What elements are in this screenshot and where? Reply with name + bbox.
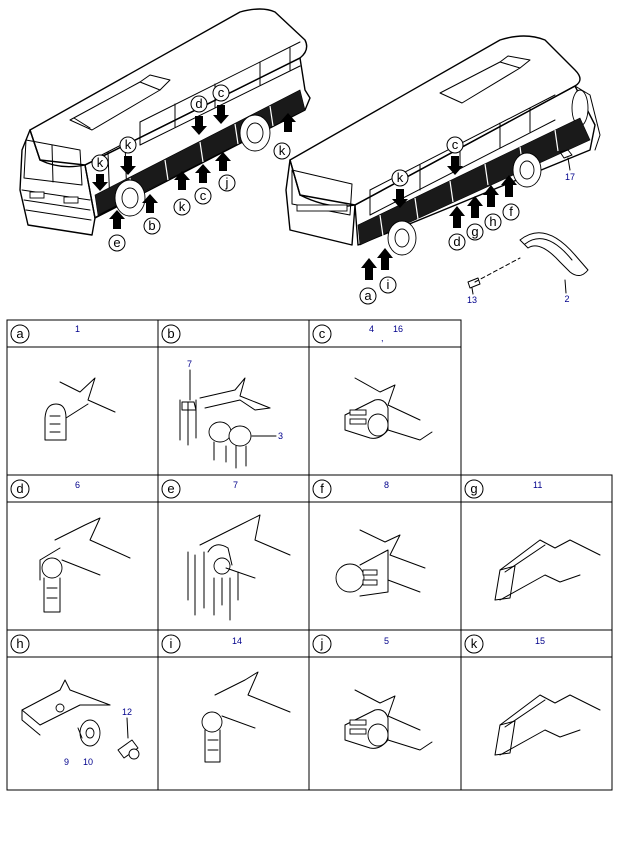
- cell-part-c-sep: ,: [381, 333, 384, 343]
- left-bus-illustration: [19, 8, 311, 236]
- cell-part-a: 1: [75, 324, 80, 334]
- callout-b-left: b: [148, 218, 155, 233]
- cell-letter-c: c: [319, 326, 326, 341]
- part-number-17: 17: [565, 172, 575, 182]
- left-bus-callouts: d c k k k k c j e b: [91, 84, 296, 252]
- seal-illustration-a: [44, 377, 116, 441]
- right-bus-callouts: c k a i d g h f: [359, 136, 520, 305]
- loose-parts: 17 2 13: [467, 149, 589, 305]
- cell-part-f: 8: [384, 480, 389, 490]
- seal-illustration-b: 7 3: [179, 359, 283, 469]
- cell-b-part-3: 3: [278, 431, 283, 441]
- cell-h-part-12: 12: [122, 707, 132, 717]
- callout-d-right: d: [453, 234, 460, 249]
- callout-k-left-4: k: [179, 199, 186, 214]
- grid-headers: a 1 b c 4 , 16 d 6 e 7 f 8 g 11 h i 14: [10, 324, 545, 654]
- cell-letter-h: h: [16, 636, 23, 651]
- seal-illustration-e: [187, 514, 291, 621]
- seal-illustration-i: [201, 671, 291, 763]
- callout-g-right: g: [471, 224, 478, 239]
- seal-illustration-j: [344, 689, 433, 751]
- callout-c-left-top: c: [218, 85, 225, 100]
- part-number-2: 2: [564, 294, 569, 304]
- cell-part-c: 4: [369, 324, 374, 334]
- cell-letter-f: f: [320, 481, 324, 496]
- cell-letter-b: b: [167, 326, 174, 341]
- parts-grid: [6, 319, 613, 791]
- callout-c-right: c: [452, 137, 459, 152]
- callout-j-left: j: [225, 175, 229, 190]
- seal-illustration-k: [494, 694, 601, 756]
- cell-part-i: 14: [232, 636, 242, 646]
- cell-part-c-2: 16: [393, 324, 403, 334]
- cell-letter-a: a: [16, 326, 24, 341]
- cell-part-j: 5: [384, 636, 389, 646]
- callout-d-left: d: [195, 96, 202, 111]
- cell-part-k: 15: [535, 636, 545, 646]
- cell-h-part-10: 10: [83, 757, 93, 767]
- callout-k-left-3: k: [279, 143, 286, 158]
- callout-k-left-1: k: [125, 137, 132, 152]
- cell-letter-k: k: [471, 636, 478, 651]
- callout-a-right: a: [364, 288, 372, 303]
- spacer-bolt-illustration-h: 12 9 10: [21, 679, 140, 767]
- seal-illustration-c: [344, 377, 433, 441]
- seal-illustration-f: [335, 529, 426, 597]
- cell-letter-d: d: [16, 481, 23, 496]
- seal-illustration-g: [494, 539, 601, 601]
- callout-k-right: k: [397, 170, 404, 185]
- seal-illustration-d: [39, 517, 131, 613]
- callout-i-right: i: [387, 277, 390, 292]
- part-number-13: 13: [467, 295, 477, 305]
- cell-h-part-9: 9: [64, 757, 69, 767]
- cell-part-g: 11: [533, 480, 542, 490]
- cell-part-d: 6: [75, 480, 80, 490]
- callout-f-right: f: [509, 204, 513, 219]
- cell-b-part-7: 7: [187, 359, 192, 369]
- cell-letter-j: j: [320, 636, 324, 651]
- cell-letter-e: e: [167, 481, 174, 496]
- right-bus-illustration: [285, 35, 601, 256]
- callout-h-right: h: [489, 214, 496, 229]
- callout-c-left-bottom: c: [200, 188, 207, 203]
- cell-part-e: 7: [233, 480, 238, 490]
- cell-letter-g: g: [470, 481, 477, 496]
- callout-e-left: e: [113, 235, 120, 250]
- cell-letter-i: i: [170, 636, 173, 651]
- callout-k-left-2: k: [97, 155, 104, 170]
